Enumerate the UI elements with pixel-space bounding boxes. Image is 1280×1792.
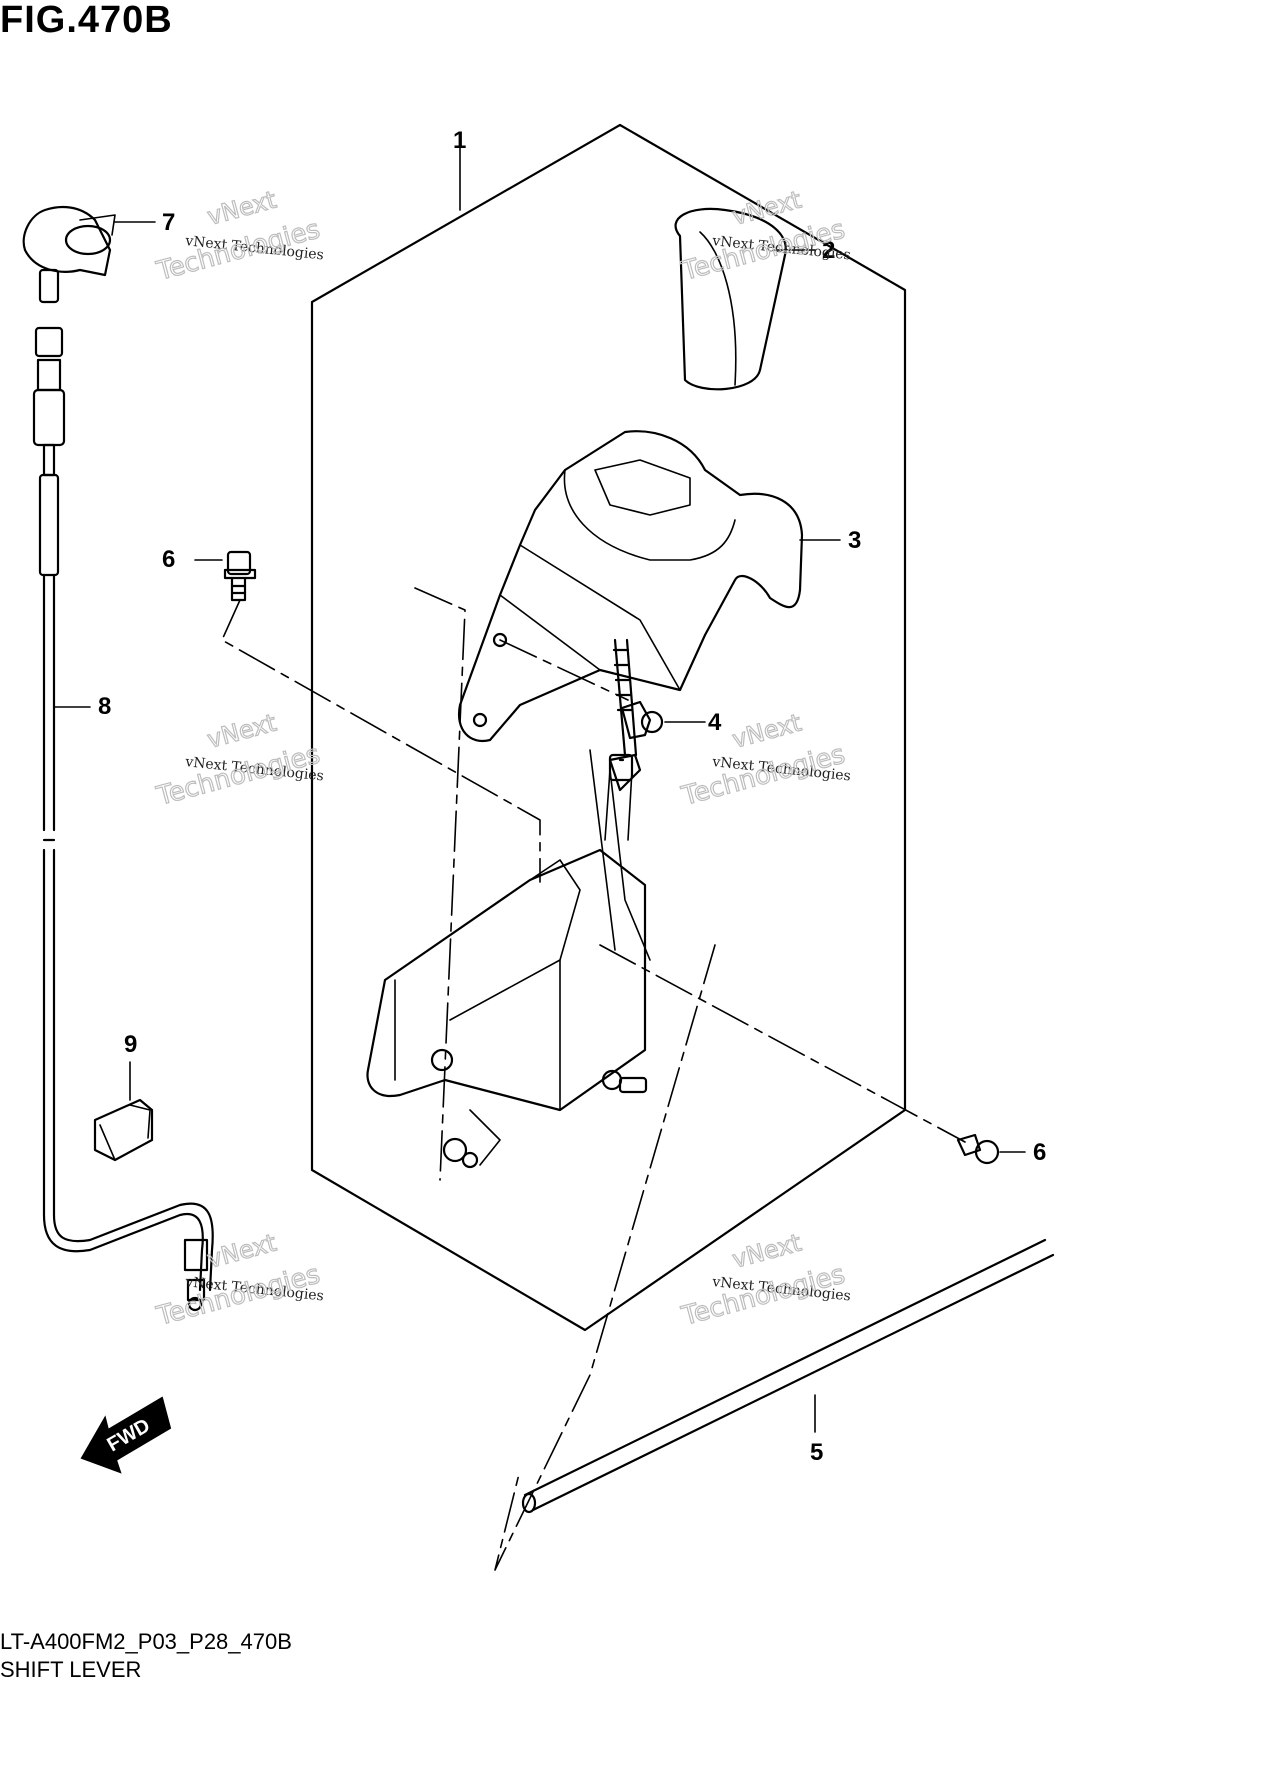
leader-lines [53, 144, 1026, 1433]
alignment-lines [221, 587, 966, 1571]
watermark-bottom-left: vNext vNext Technologies Technologies [152, 1228, 324, 1333]
figure-title: FIG.470B [0, 0, 173, 41]
watermark-mid-left: vNext vNext Technologies Technologies [152, 708, 324, 813]
bolt-part-6-lower [956, 1133, 1000, 1165]
callout-6-upper: 6 [162, 546, 175, 573]
shift-rod [604, 638, 642, 841]
shift-bracket [366, 749, 651, 1169]
callout-2: 2 [822, 237, 835, 264]
svg-text:vNext: vNext [204, 1229, 279, 1274]
callout-3: 3 [848, 527, 861, 554]
svg-text:vNext: vNext [729, 1229, 804, 1274]
figure-caption: SHIFT LEVER [0, 1657, 142, 1682]
shift-cable [22, 205, 214, 1312]
callout-7: 7 [162, 209, 175, 236]
svg-text:vNext: vNext [204, 709, 279, 754]
bolt-part-4 [620, 700, 664, 740]
callout-numbers: 1 2 3 4 5 6 6 7 8 9 [98, 127, 1046, 1466]
watermarks: vNext vNext Technologies Technologies vN… [152, 185, 851, 1333]
watermark-mid-right: vNext vNext Technologies Technologies [677, 708, 851, 813]
long-rod [521, 1238, 1055, 1514]
shift-console [457, 430, 804, 743]
callout-9: 9 [124, 1031, 137, 1058]
shift-knob [674, 207, 787, 391]
callout-4: 4 [708, 709, 722, 736]
callout-5: 5 [810, 1439, 823, 1466]
callout-6-lower: 6 [1033, 1139, 1046, 1166]
callout-1: 1 [453, 127, 466, 154]
bolt-part-6-upper [223, 550, 257, 602]
watermark-top-left: vNext vNext Technologies Technologies [152, 185, 324, 288]
callout-8: 8 [98, 693, 111, 720]
svg-text:vNext: vNext [204, 186, 279, 231]
svg-text:vNext: vNext [729, 709, 804, 754]
part-code: LT-A400FM2_P03_P28_470B [0, 1629, 292, 1654]
assembly-outline [310, 123, 907, 1332]
fwd-arrow-icon: FWD [80, 1396, 172, 1474]
cable-clip [93, 1098, 154, 1162]
watermark-bottom-right: vNext vNext Technologies Technologies [677, 1228, 851, 1333]
